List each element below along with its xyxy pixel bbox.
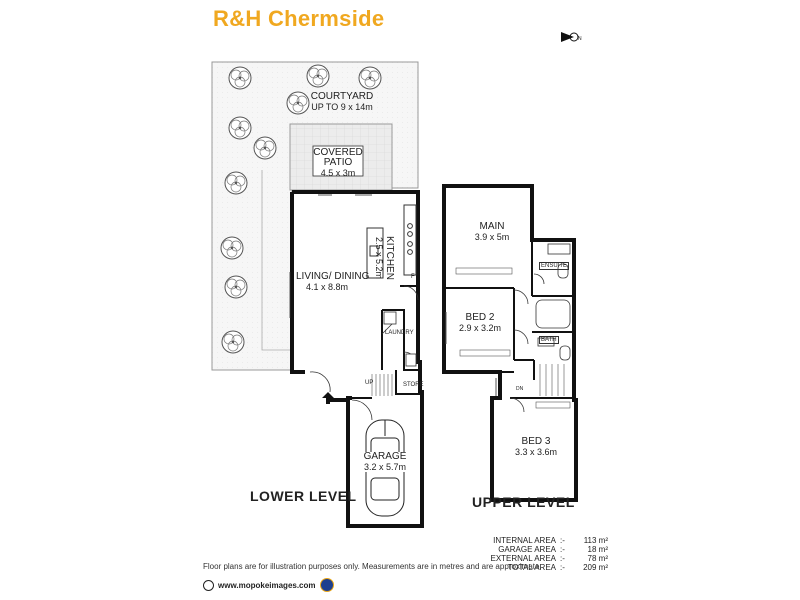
bed3-label: BED 3 3.3 x 3.6m [514, 436, 558, 458]
laundry-label: LAUNDRY [385, 330, 414, 336]
area-row-garage: GARAGE AREA:-18 m² [498, 545, 608, 554]
footer: www.mopokeimages.com [203, 578, 334, 592]
north-arrow-icon [561, 32, 579, 42]
lower-level-label: LOWER LEVEL [250, 488, 357, 504]
kitchen-fixtures [366, 204, 417, 279]
bathroom-fixtures [535, 243, 571, 361]
living-dining-label: LIVING/ DINING 4.1 x 8.8m [296, 271, 370, 293]
compass-label: N [578, 36, 582, 42]
fridge-label: F [411, 274, 415, 280]
mopoke-logo-icon [319, 578, 334, 592]
area-summary: INTERNAL AREA:-113 m² GARAGE AREA:-18 m²… [476, 536, 608, 572]
store-label: STORE [403, 382, 424, 388]
website-link[interactable]: www.mopokeimages.com [218, 580, 316, 590]
covered-patio-label: COVERED PATIO 4.5 x 3m [313, 147, 363, 179]
ensuite-label: ENSUITE [539, 262, 570, 270]
area-row-external: EXTERNAL AREA:-78 m² [490, 554, 608, 563]
down-stair-label: DN [516, 386, 524, 392]
up-stair-label: UP [365, 380, 374, 386]
stairs-upper [539, 364, 565, 396]
area-row-internal: INTERNAL AREA:-113 m² [493, 536, 608, 545]
stairs-lower [371, 374, 393, 396]
globe-icon [203, 579, 214, 591]
page-title: R&H Chermside [213, 6, 385, 31]
bed2-label: BED 2 2.9 x 3.2m [458, 312, 502, 334]
garage-label: GARAGE 3.2 x 5.7m [361, 452, 409, 472]
bath-label: BATH [539, 336, 559, 344]
lower-level-walls [290, 190, 424, 528]
disclaimer-text: Floor plans are for illustration purpose… [203, 562, 542, 571]
kitchen-label: KITCHEN 2.5 x 5.2m [374, 236, 395, 280]
entry-arrow-icon [322, 392, 334, 404]
courtyard-label: COURTYARD UP TO 9 x 14m [310, 91, 374, 113]
main-bedroom-label: MAIN 3.9 x 5m [474, 221, 510, 243]
upper-level-label: UPPER LEVEL [472, 494, 575, 510]
area-row-total: TOTAL AREA:-209 m² [507, 563, 608, 572]
